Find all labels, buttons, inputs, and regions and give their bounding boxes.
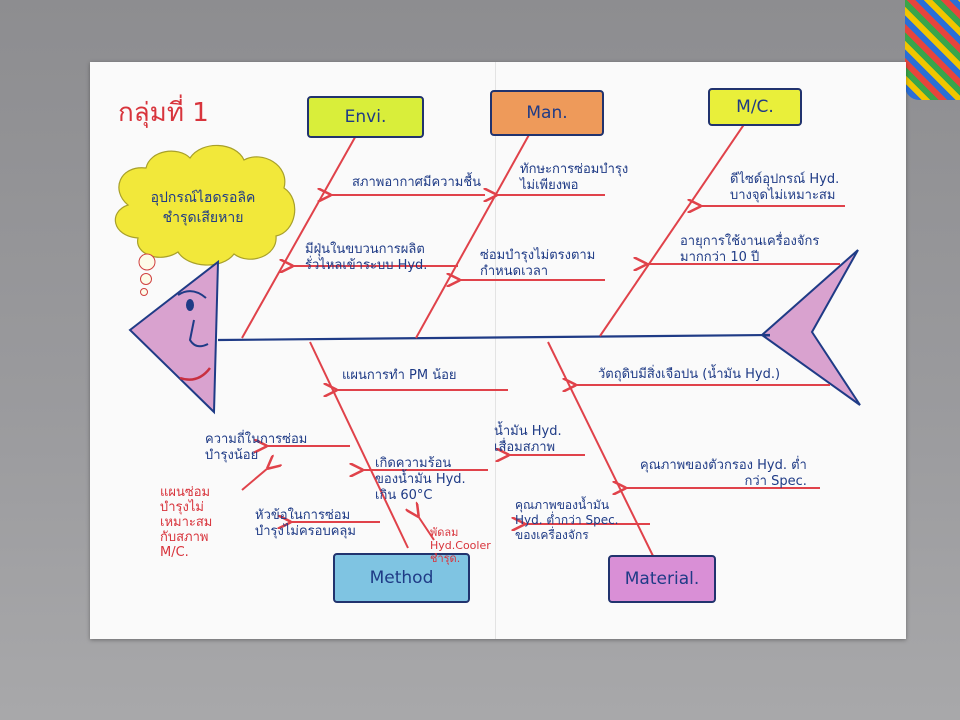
cause-method-heat: เกิดความร้อน ของน้ำมัน Hyd. เกิน 60°C <box>375 456 466 503</box>
cause-mc-age: อายุการใช้งานเครื่องจักร มากกว่า 10 ปี <box>680 234 820 265</box>
main-bones <box>241 122 746 561</box>
cause-material-contamination: วัตถุดิบมีสิ่งเจือปน (น้ำมัน Hyd.) <box>598 367 781 382</box>
background-object <box>905 0 960 100</box>
spine-line <box>217 333 771 342</box>
cause-envi-humidity: สภาพอากาศมีความชื้น <box>352 175 482 190</box>
cause-method-frequency: ความถี่ในการซ่อม บำรุงน้อย <box>205 432 308 463</box>
category-method: Method <box>333 553 470 603</box>
cause-arrows <box>241 195 845 541</box>
category-mc: M/C. <box>708 88 802 126</box>
cause-envi-dust: มีฝุ่นในขบวนการผลิต รั่วไหลเข้าระบบ Hyd. <box>305 242 428 273</box>
cause-method-pm-plan: แผนการทำ PM น้อย <box>342 368 457 383</box>
cause-material-oil-spec: คุณภาพของน้ำมัน Hyd. ต่ำกว่า Spec. ของเค… <box>515 498 619 542</box>
paper-fold <box>495 62 496 639</box>
category-man: Man. <box>490 90 604 136</box>
cause-material-filter: คุณภาพของตัวกรอง Hyd. ต่ำ กว่า Spec. <box>640 458 807 489</box>
category-envi: Envi. <box>307 96 424 138</box>
cause-mc-design: ดีไซด์อุปกรณ์ Hyd. บางจุดไม่เหมาะสม <box>730 172 840 203</box>
cause-method-coverage: หัวข้อในการซ่อม บำรุงไม่ครอบคลุม <box>255 508 356 539</box>
problem-statement: อุปกรณ์ไฮดรอลิค ชำรุดเสียหาย <box>150 190 256 226</box>
fish-tail <box>760 249 861 406</box>
subcause-method-fan: พัดลม Hyd.Cooler ชำรุด. <box>430 526 491 565</box>
cause-man-schedule: ซ่อมบำรุงไม่ตรงตาม กำหนดเวลา <box>480 248 596 279</box>
fish-head <box>128 259 220 415</box>
category-material: Material. <box>608 555 716 603</box>
problem-cloud <box>114 144 296 296</box>
cause-material-oil-degraded: น้ำมัน Hyd. เสื่อมสภาพ <box>494 424 562 455</box>
group-title: กลุ่มที่ 1 <box>118 98 209 128</box>
subcause-method-plan: แผนซ่อม บำรุงไม่ เหมาะสม กับสภาพ M/C. <box>160 485 213 560</box>
cause-man-skill: ทักษะการซ่อมบำรุง ไม่เพียงพอ <box>520 162 629 193</box>
